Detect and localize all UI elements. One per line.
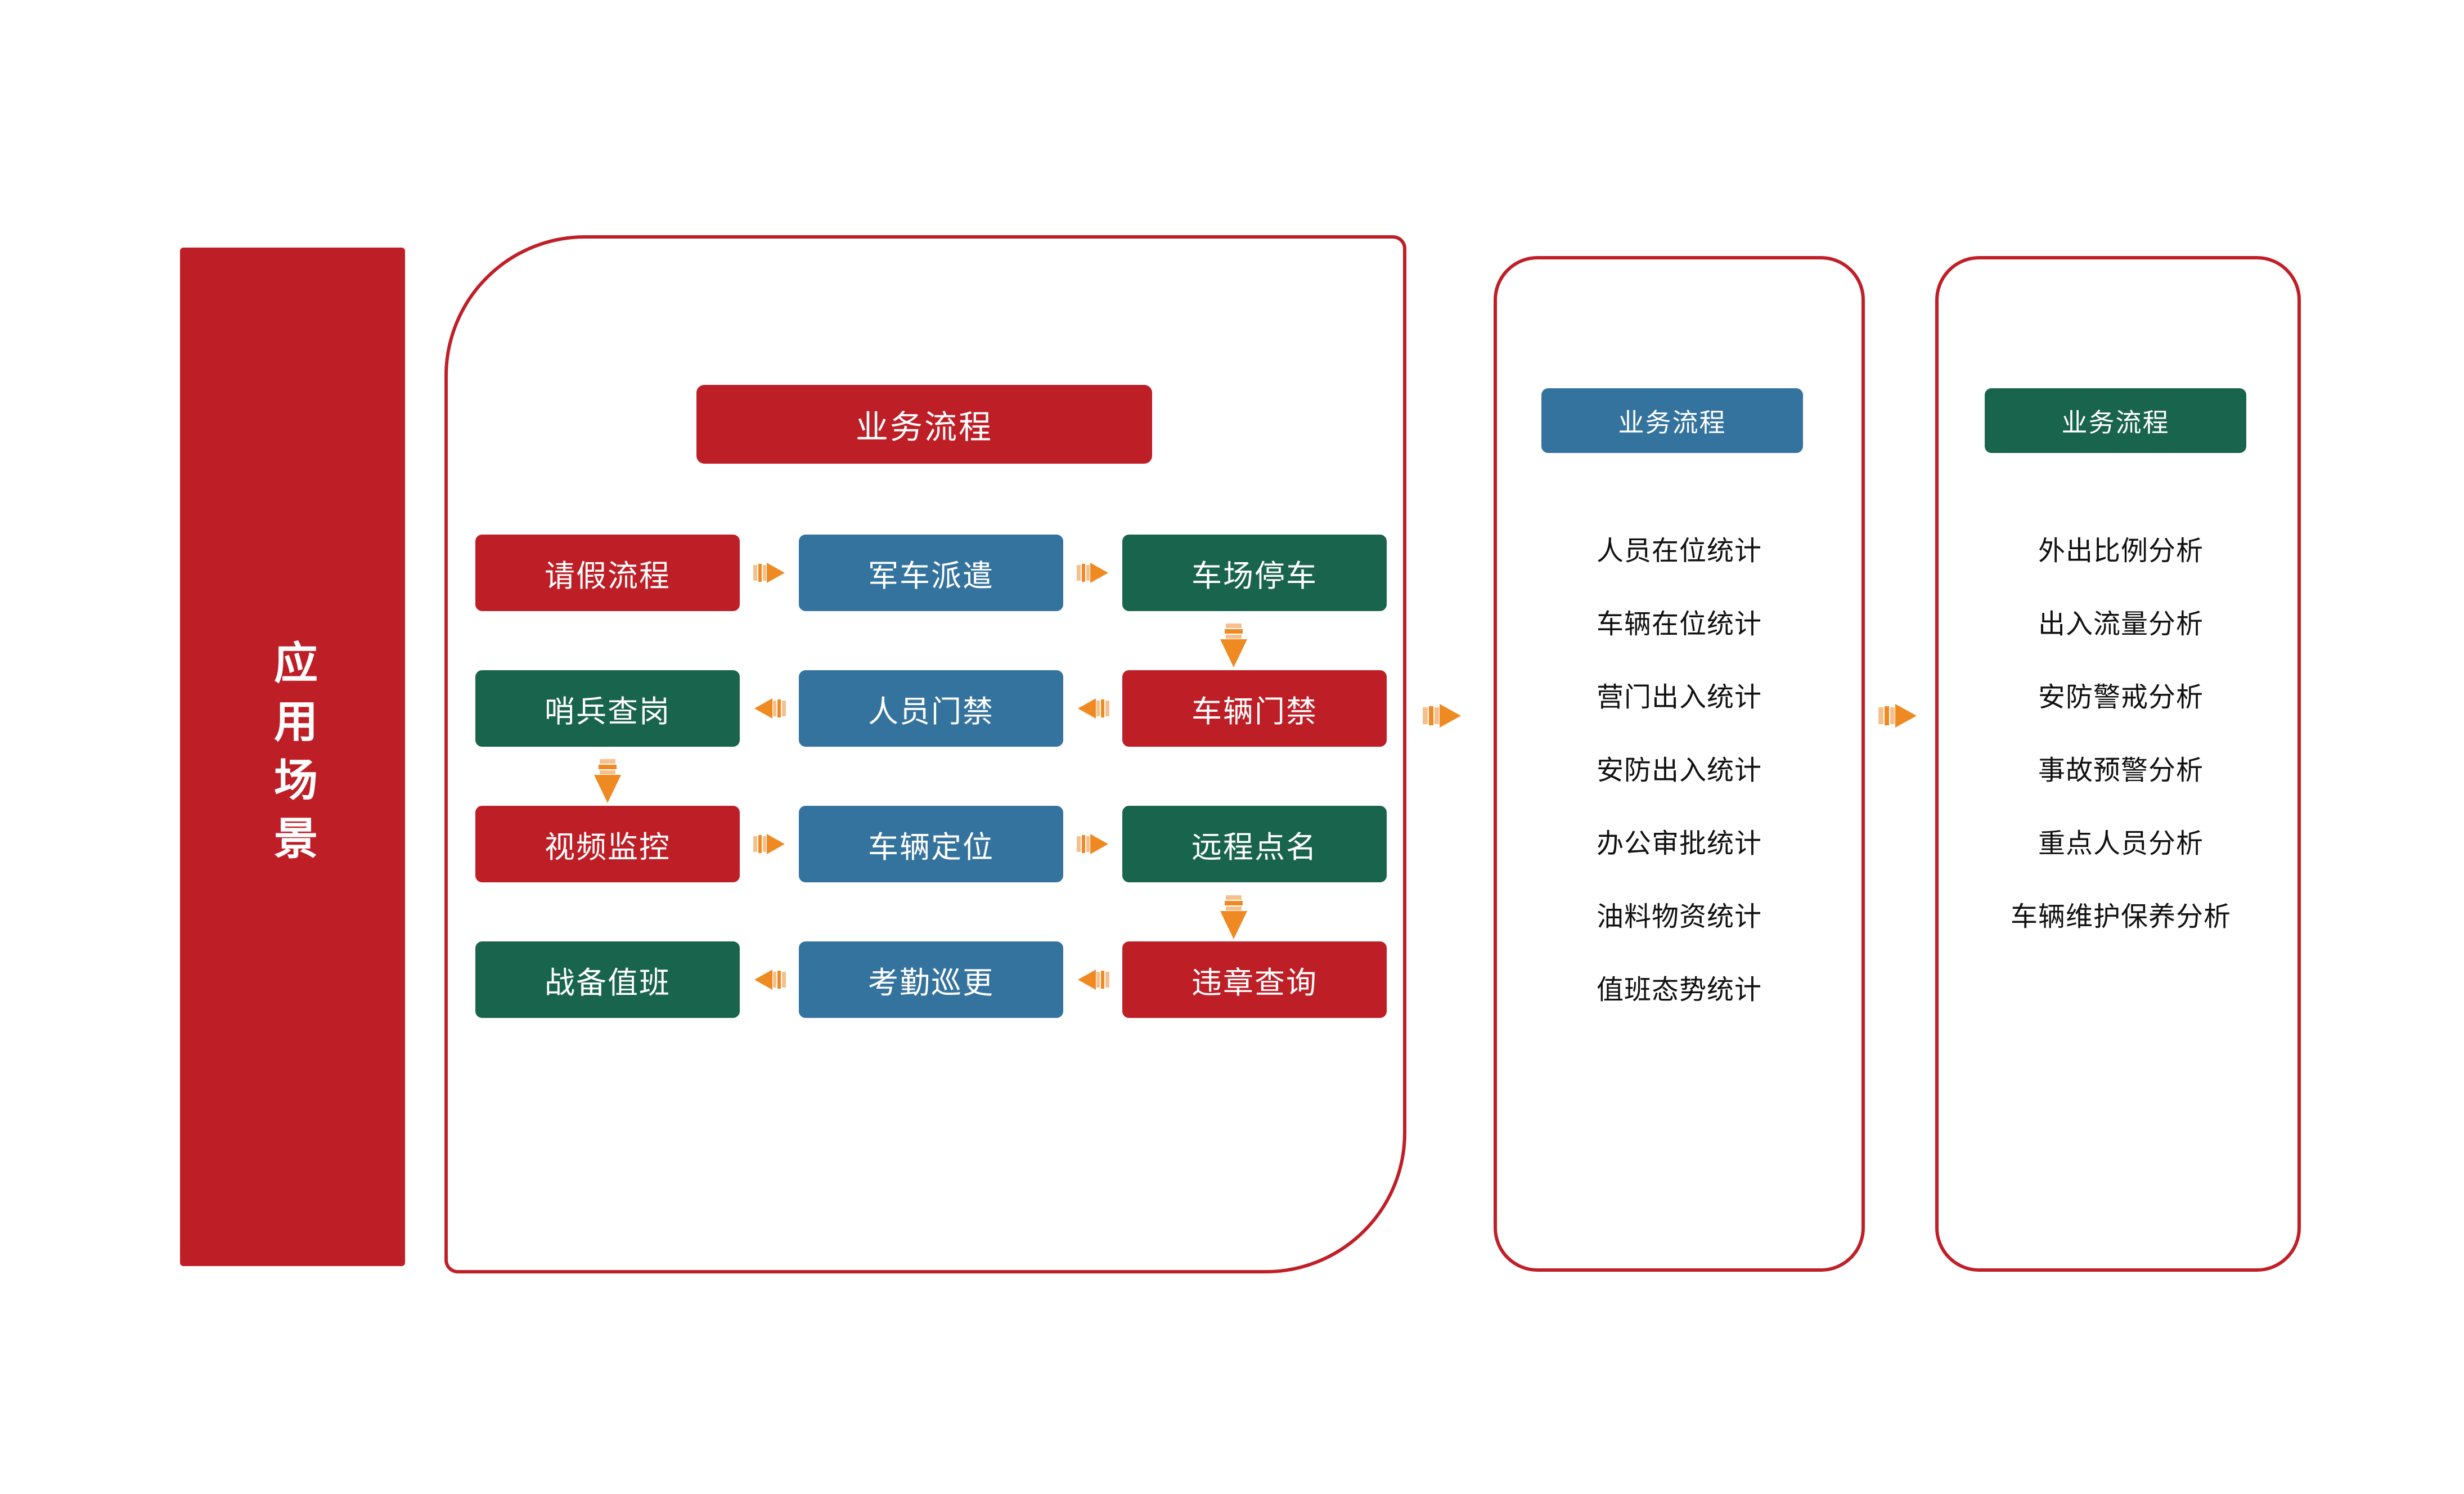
flow-box[interactable]: 请假流程 — [475, 535, 740, 611]
flow-box[interactable]: 违章查询 — [1122, 941, 1387, 1018]
list-item[interactable]: 值班态势统计 — [1596, 975, 1762, 1005]
flow-row: 战备值班 考勤巡更 违章查询 — [475, 941, 1387, 1018]
business-flow-title: 业务流程 — [696, 385, 1152, 464]
list-item[interactable]: 办公审批统计 — [1596, 829, 1762, 859]
arrow-right-icon — [1063, 556, 1122, 590]
flow-box[interactable]: 车辆门禁 — [1122, 670, 1387, 747]
arrow-left-icon — [1063, 963, 1122, 997]
business-flow-grid: 请假流程 军车派遣 车场停车 哨兵查岗 — [475, 535, 1387, 1018]
arrow-right-icon — [1876, 696, 1920, 735]
application-scenario-label: 应用场景 — [268, 640, 317, 874]
flow-box[interactable]: 考勤巡更 — [799, 941, 1063, 1018]
arrow-left-icon — [740, 963, 799, 997]
flow-box[interactable]: 视频监控 — [475, 806, 740, 882]
arrow-down-icon — [1217, 894, 1251, 944]
list-item[interactable]: 重点人员分析 — [2038, 829, 2204, 859]
flow-row: 请假流程 军车派遣 车场停车 — [475, 535, 1387, 611]
flow-row: 视频监控 车辆定位 远程点名 — [475, 806, 1387, 882]
flow-box[interactable]: 车辆定位 — [799, 806, 1063, 882]
list-item[interactable]: 出入流量分析 — [2038, 609, 2204, 639]
analysis-list: 外出比例分析 出入流量分析 安防警戒分析 事故预警分析 重点人员分析 车辆维护保… — [1935, 515, 2306, 954]
flow-box[interactable]: 人员门禁 — [799, 670, 1063, 747]
arrow-right-icon — [1063, 827, 1122, 861]
flow-box[interactable]: 战备值班 — [475, 941, 740, 1018]
arrow-left-icon — [740, 692, 799, 725]
list-item[interactable]: 外出比例分析 — [2038, 536, 2204, 566]
flow-box[interactable]: 哨兵查岗 — [475, 670, 740, 747]
flow-row: 哨兵查岗 人员门禁 车辆门禁 — [475, 670, 1387, 747]
arrow-right-icon — [740, 556, 799, 590]
list-item[interactable]: 车辆在位统计 — [1596, 609, 1762, 639]
list-item[interactable]: 车辆维护保养分析 — [2010, 902, 2231, 932]
statistics-list: 人员在位统计 车辆在位统计 营门出入统计 安防出入统计 办公审批统计 油料物资统… — [1494, 515, 1865, 1027]
flow-box[interactable]: 军车派遣 — [799, 535, 1063, 611]
list-item[interactable]: 人员在位统计 — [1596, 536, 1762, 566]
flow-box[interactable]: 远程点名 — [1122, 806, 1387, 882]
arrow-right-icon — [740, 827, 799, 861]
application-scenario-banner: 应用场景 — [180, 248, 405, 1266]
arrow-left-icon — [1063, 692, 1122, 725]
list-item[interactable]: 安防警戒分析 — [2038, 683, 2204, 712]
arrow-down-icon — [591, 758, 624, 807]
analysis-panel-title: 业务流程 — [1985, 388, 2246, 453]
list-item[interactable]: 营门出入统计 — [1596, 683, 1762, 712]
list-item[interactable]: 事故预警分析 — [2038, 756, 2204, 786]
arrow-down-icon — [1217, 622, 1251, 672]
statistics-panel-title: 业务流程 — [1541, 388, 1803, 453]
arrow-right-icon — [1420, 696, 1464, 735]
list-item[interactable]: 油料物资统计 — [1596, 902, 1762, 932]
list-item[interactable]: 安防出入统计 — [1596, 756, 1762, 786]
flow-box[interactable]: 车场停车 — [1122, 535, 1387, 611]
